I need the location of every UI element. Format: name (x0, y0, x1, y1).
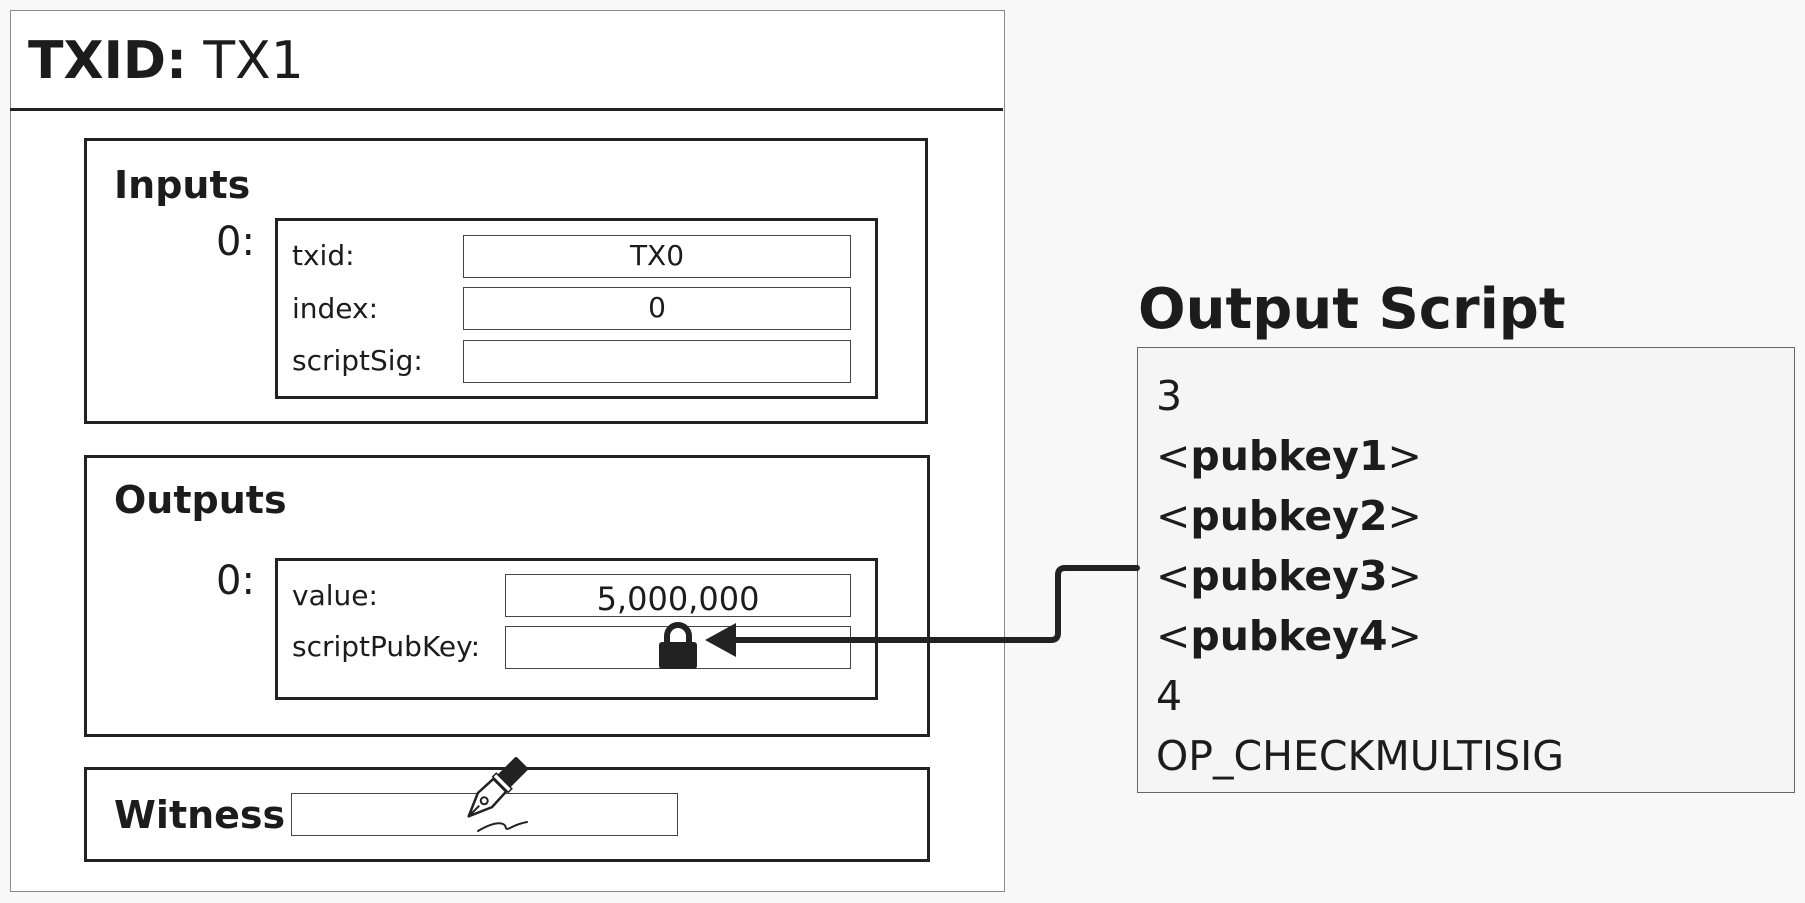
witness-field (291, 793, 678, 836)
index-field: 0 (463, 287, 851, 330)
scriptsig-field-label: scriptSig: (292, 344, 423, 377)
script-line-pubkey4: <pubkey4> (1156, 612, 1422, 660)
input-index-label: 0: (216, 219, 255, 265)
txid-field-label: txid: (292, 239, 355, 272)
scriptsig-field (463, 340, 851, 383)
script-line-opcode: OP_CHECKMULTISIG (1156, 732, 1564, 780)
witness-heading: Witness (114, 793, 286, 837)
scriptpubkey-field (505, 626, 851, 669)
outputs-heading: Outputs (114, 478, 287, 522)
transaction-title: TXID: TX1 (28, 26, 304, 96)
title-divider (10, 108, 1003, 111)
index-field-label: index: (292, 292, 379, 325)
script-line-threshold: 3 (1156, 372, 1183, 420)
inputs-heading: Inputs (114, 163, 251, 207)
output-script-title: Output Script (1138, 277, 1566, 342)
value-field: 5,000,000 (505, 574, 851, 618)
txid-label: TXID: (28, 31, 187, 91)
script-line-pubkey2: <pubkey2> (1156, 492, 1422, 540)
txid-value: TX1 (203, 31, 304, 91)
output-index-label: 0: (216, 558, 255, 604)
script-line-pubkey3: <pubkey3> (1156, 552, 1422, 600)
script-line-total-keys: 4 (1156, 672, 1183, 720)
value-field-label: value: (292, 579, 378, 612)
output-script-box (1137, 347, 1795, 793)
script-line-pubkey1: <pubkey1> (1156, 432, 1422, 480)
txid-field: TX0 (463, 235, 851, 278)
scriptpubkey-field-label: scriptPubKey: (292, 630, 481, 663)
